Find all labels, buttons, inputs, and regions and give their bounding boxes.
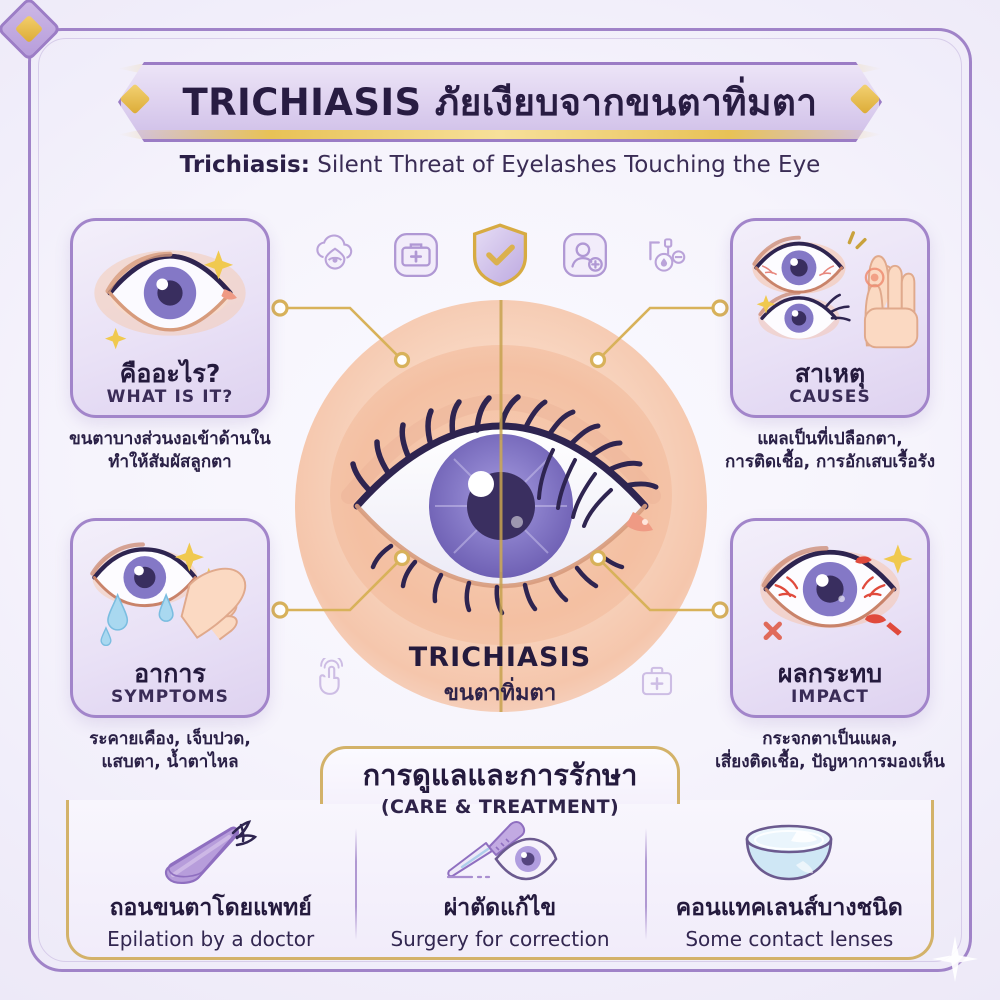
card-title-en: SYMPTOMS: [111, 687, 229, 707]
center-eye-label: TRICHIASIS ขนตาทิ่มตา: [0, 642, 1000, 710]
contact-lens-icon: [746, 824, 833, 881]
normal-eye-icon: [94, 250, 246, 350]
tap-gesture-icon: [319, 658, 344, 695]
care-option-title-th: คอนแทคเลนส์บางชนิด: [675, 895, 903, 921]
medical-kit-icon: [641, 666, 673, 696]
care-option-contact-lens[interactable]: คอนแทคเลนส์บางชนิด Some contact lenses: [644, 812, 934, 960]
card-causes-titles: สาเหตุ CAUSES: [733, 358, 927, 407]
card-title-th: ผลกระทบ: [777, 658, 883, 688]
scalpel-eye-icon: [446, 821, 558, 881]
card-impact[interactable]: ผลกระทบ IMPACT: [730, 518, 930, 718]
shield-check-icon: [472, 223, 528, 287]
title-banner: TRICHIASIS ภัยเงียบจากขนตาทิ่มตา: [118, 62, 882, 142]
care-treatment-tab: [320, 746, 680, 804]
card-what-is-it-description: ขนตาบางส่วนงอเข้าด้านใน ทำให้สัมผัสลูกตา: [69, 429, 271, 472]
card-title-th: สาเหตุ: [794, 358, 866, 388]
corner-gem-decoration: [0, 0, 62, 62]
care-treatment-heading: การดูแลและการรักษา (CARE & TREATMENT): [0, 752, 1000, 818]
subtitle-term: Trichiasis:: [179, 152, 310, 178]
bloodshot-eye-icon: [760, 544, 913, 641]
care-options-row: ถอนขนตาโดยแพทย์ Epilation by a doctor: [66, 812, 934, 960]
center-label-th: ขนตาทิ่มตา: [443, 681, 557, 706]
card-title-en: IMPACT: [791, 687, 869, 707]
care-heading-en: (CARE & TREATMENT): [380, 796, 620, 818]
card-symptoms-titles: อาการ SYMPTOMS: [73, 658, 267, 707]
care-option-epilation[interactable]: ถอนขนตาโดยแพทย์ Epilation by a doctor: [66, 812, 355, 960]
care-option-icon-wrap: [155, 818, 267, 886]
care-option-title-en: Surgery for correction: [390, 927, 610, 951]
card-symptoms-description: ระคายเคือง, เจ็บปวด, แสบตา, น้ำตาไหล: [89, 729, 251, 772]
care-option-icon-wrap: [440, 818, 560, 886]
banner-gold-sheen-bottom: [118, 130, 882, 139]
card-symptoms[interactable]: อาการ SYMPTOMS: [70, 518, 270, 718]
add-person-icon: [562, 233, 607, 277]
page-subtitle: Trichiasis: Silent Threat of Eyelashes T…: [0, 152, 1000, 178]
card-impact-description: กระจกตาเป็นแผล, เสี่ยงติดเชื้อ, ปัญหาการ…: [715, 729, 945, 772]
page-title: TRICHIASIS ภัยเงียบจากขนตาทิ่มตา: [182, 80, 818, 124]
card-title-th: คืออะไร?: [119, 358, 221, 388]
care-option-title-th: ผ่าตัดแก้ไข: [443, 895, 557, 921]
central-eye-illustration: [341, 300, 661, 712]
cloud-eye-icon: [316, 234, 353, 270]
medical-kit-icon: [393, 233, 438, 277]
card-causes[interactable]: สาเหตุ CAUSES: [730, 218, 930, 418]
care-option-title-en: Some contact lenses: [685, 927, 894, 951]
subtitle-rest: Silent Threat of Eyelashes Touching the …: [309, 152, 821, 178]
center-label-en: TRICHIASIS: [408, 642, 592, 673]
eye-dropper-icon: [649, 238, 686, 272]
care-option-icon-wrap: [737, 818, 841, 886]
care-option-title-en: Epilation by a doctor: [107, 927, 315, 951]
tweezers-icon: [164, 820, 257, 884]
irritated-eyes-hand-icon: [752, 231, 919, 349]
card-what-is-it-titles: คืออะไร? WHAT IS IT?: [73, 358, 267, 407]
card-title-en: WHAT IS IT?: [106, 387, 234, 407]
card-impact-titles: ผลกระทบ IMPACT: [733, 658, 927, 707]
card-what-is-it[interactable]: คืออะไร? WHAT IS IT?: [70, 218, 270, 418]
tearing-eye-hand-icon: [90, 542, 247, 646]
care-option-title-th: ถอนขนตาโดยแพทย์: [109, 895, 312, 921]
card-causes-description: แผลเป็นที่เปลือกตา, การติดเชื้อ, การอักเ…: [724, 429, 936, 472]
top-icon-strip: [310, 218, 690, 292]
care-heading-th: การดูแลและการรักษา: [362, 758, 638, 792]
care-option-surgery[interactable]: ผ่าตัดแก้ไข Surgery for correction: [355, 812, 644, 960]
card-title-en: CAUSES: [789, 387, 871, 407]
card-title-th: อาการ: [134, 658, 206, 688]
corner-sparkle-decoration: [932, 936, 978, 982]
